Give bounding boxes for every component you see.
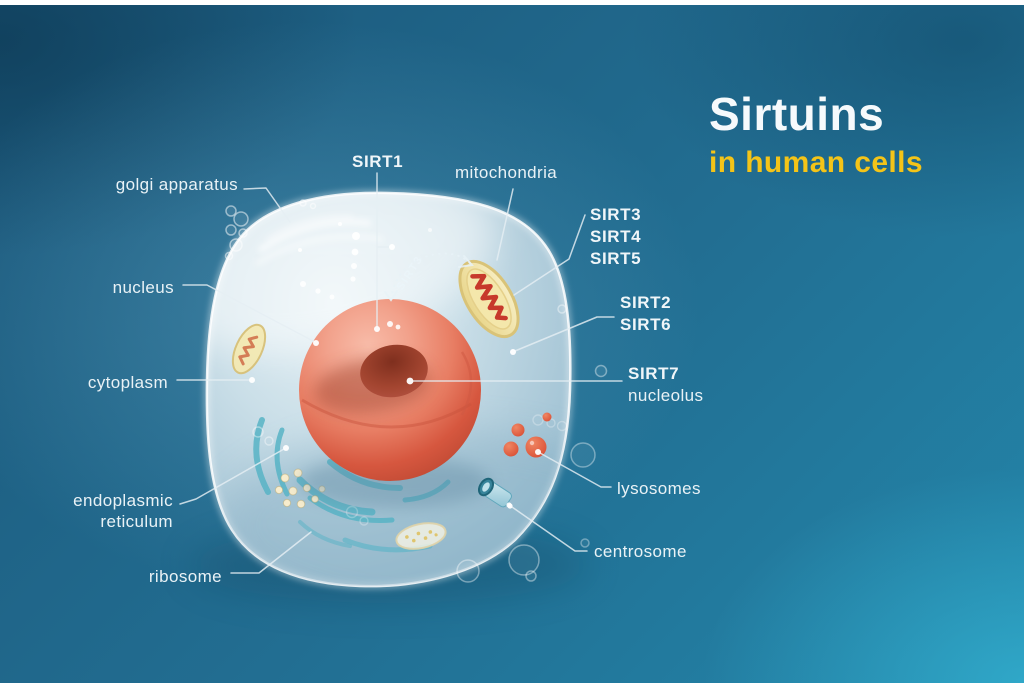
centrosome-illustration [477,477,512,508]
label-mitochondria: mitochondria [455,163,558,182]
mitochondrion-pale-icon [395,522,447,550]
top-border-strip [0,0,1024,5]
label-ribosome: ribosome [148,567,222,586]
leader-golgi [243,187,291,223]
leader-er [179,448,285,505]
label-sirt5: SIRT5 [590,249,642,268]
leader-lysosomes [539,452,612,488]
label-cytoplasm: cytoplasm [87,373,168,392]
leader-sirt26 [514,316,615,352]
label-sirt2-group: SIRT2 SIRT6 [620,292,671,336]
label-sirt4: SIRT4 [590,227,642,246]
leader-lines [176,172,623,574]
label-lysosomes: lysosomes [617,479,701,498]
leader-dots [249,244,541,509]
nucleus-illustration [299,299,490,508]
lysosomes-illustration [503,412,552,458]
label-sirt3-group: SIRT3 SIRT4 SIRT5 [590,204,641,270]
leader-ribosome [230,531,312,574]
mitochondrion-main-illustration [458,260,520,338]
label-centrosome: centrosome [594,542,687,561]
page-subtitle: in human cells [709,146,923,179]
label-sirt7: SIRT7 [628,364,680,383]
sirt3-shuttle-arrow [384,252,474,302]
page-title: Sirtuins [709,88,885,140]
label-sirt3: SIRT3 [590,205,642,224]
label-nucleolus: nucleolus [628,386,704,405]
background-bubbles [224,199,608,583]
label-golgi-apparatus: golgi apparatus [115,175,238,194]
label-sirt6: SIRT6 [620,315,672,334]
leader-centrosome [511,506,588,552]
golgi-apparatus-illustration [255,214,432,300]
label-nucleus: nucleus [112,278,174,297]
label-endoplasmic-reticulum: endoplasmic reticulum [73,491,173,531]
mitochondrion-small-icon [231,323,267,375]
leader-mitochondria [496,188,514,261]
leader-nucleus [182,284,316,343]
label-sirt1: SIRT1 [352,152,404,171]
leader-sirt345 [513,214,586,296]
title-block: Sirtuins in human cells [709,88,923,181]
label-sirt2: SIRT2 [620,293,672,312]
